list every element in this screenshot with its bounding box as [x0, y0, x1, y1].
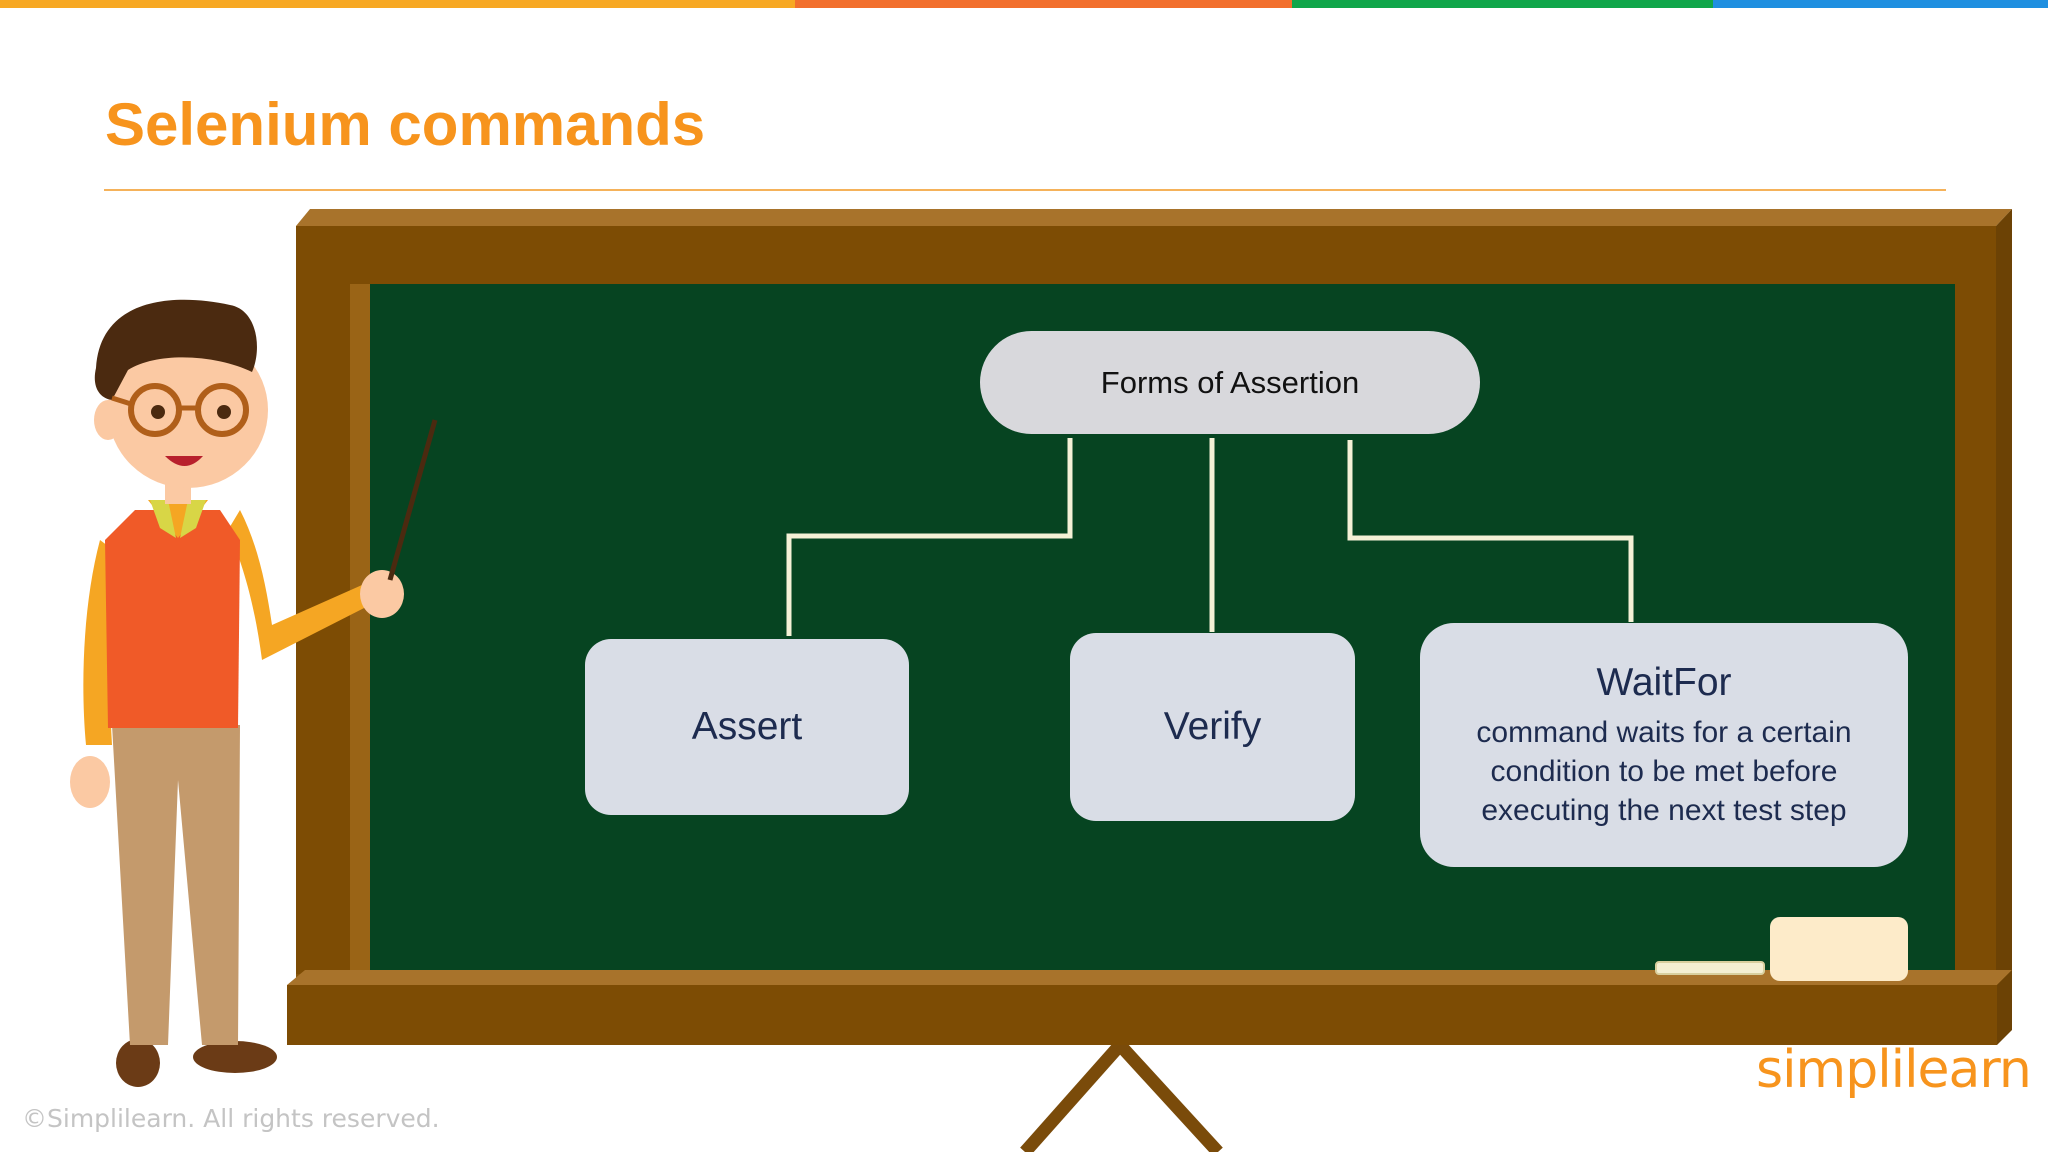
root-node-forms-of-assertion: Forms of Assertion	[980, 331, 1480, 434]
bar-segment-blue	[1713, 0, 2048, 8]
chalk-icon	[1655, 961, 1765, 975]
node-waitfor-label: WaitFor	[1596, 660, 1732, 704]
bar-segment-orange	[0, 0, 795, 8]
node-assert: Assert	[585, 639, 909, 815]
node-assert-label: Assert	[691, 705, 803, 748]
easel-legs	[1020, 1040, 1223, 1152]
title-divider	[104, 189, 1946, 191]
root-node-label: Forms of Assertion	[1100, 364, 1360, 400]
diagram-connectors	[786, 438, 1634, 636]
teacher-illustration	[70, 299, 438, 1087]
node-verify: Verify	[1070, 633, 1355, 821]
node-verify-label: Verify	[1163, 705, 1262, 748]
bar-segment-red	[795, 0, 1292, 8]
simplilearn-logo: simplilearn	[1756, 1040, 2032, 1100]
top-color-bar	[0, 0, 2048, 8]
node-waitfor-description: command waits for a certain condition to…	[1476, 715, 1852, 827]
node-waitfor: WaitFor command waits for a certain cond…	[1420, 623, 1908, 867]
slide-title: Selenium commands	[105, 91, 706, 158]
copyright-notice: ©Simplilearn. All rights reserved.	[22, 1104, 440, 1133]
eraser-icon	[1770, 917, 1908, 981]
bar-segment-green	[1292, 0, 1713, 8]
